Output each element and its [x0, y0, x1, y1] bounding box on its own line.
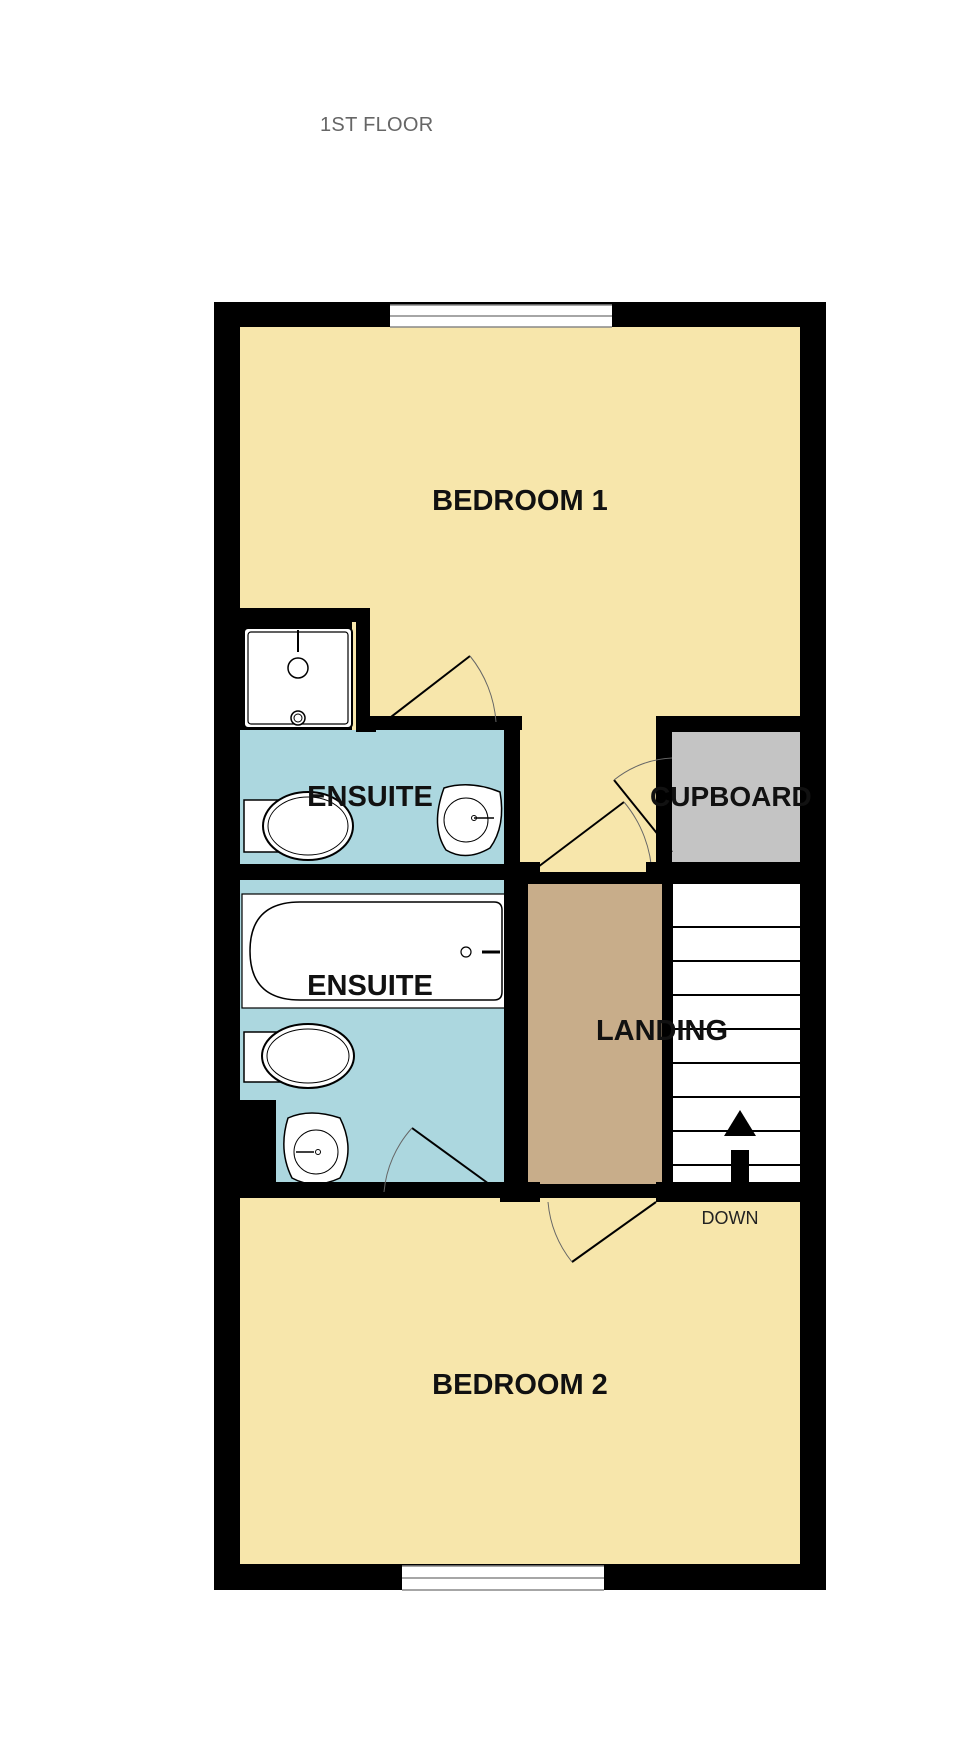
label-ensuite-1: ENSUITE [307, 781, 433, 813]
toilet-icon [243, 791, 354, 861]
label-landing: LANDING [596, 1015, 728, 1047]
window-bottom [402, 1565, 604, 1591]
door-cupboard[interactable] [613, 757, 673, 853]
room-cupboard[interactable] [672, 732, 800, 862]
window-top [390, 304, 612, 328]
label-bedroom-1: BEDROOM 1 [432, 485, 608, 517]
label-stairs-down: DOWN [702, 1208, 759, 1228]
toilet-icon [243, 1023, 355, 1089]
door-ensuite-1[interactable] [377, 655, 497, 728]
stairs-arrow-icon [724, 1110, 756, 1186]
label-cupboard: CUPBOARD [650, 781, 812, 812]
label-ensuite-2: ENSUITE [307, 970, 433, 1002]
bath-icon [241, 893, 507, 1009]
shower-tray-icon [243, 627, 353, 729]
floor-title: 1ST FLOOR [320, 114, 434, 136]
room-bedroom-2[interactable] [240, 1198, 800, 1564]
room-landing[interactable] [528, 884, 662, 1184]
door-landing-bottom[interactable] [547, 1201, 657, 1263]
basin-icon [283, 1112, 349, 1185]
door-ensuite-2[interactable] [383, 1127, 501, 1193]
basin-icon [436, 784, 503, 857]
label-bedroom-2: BEDROOM 2 [432, 1369, 608, 1401]
